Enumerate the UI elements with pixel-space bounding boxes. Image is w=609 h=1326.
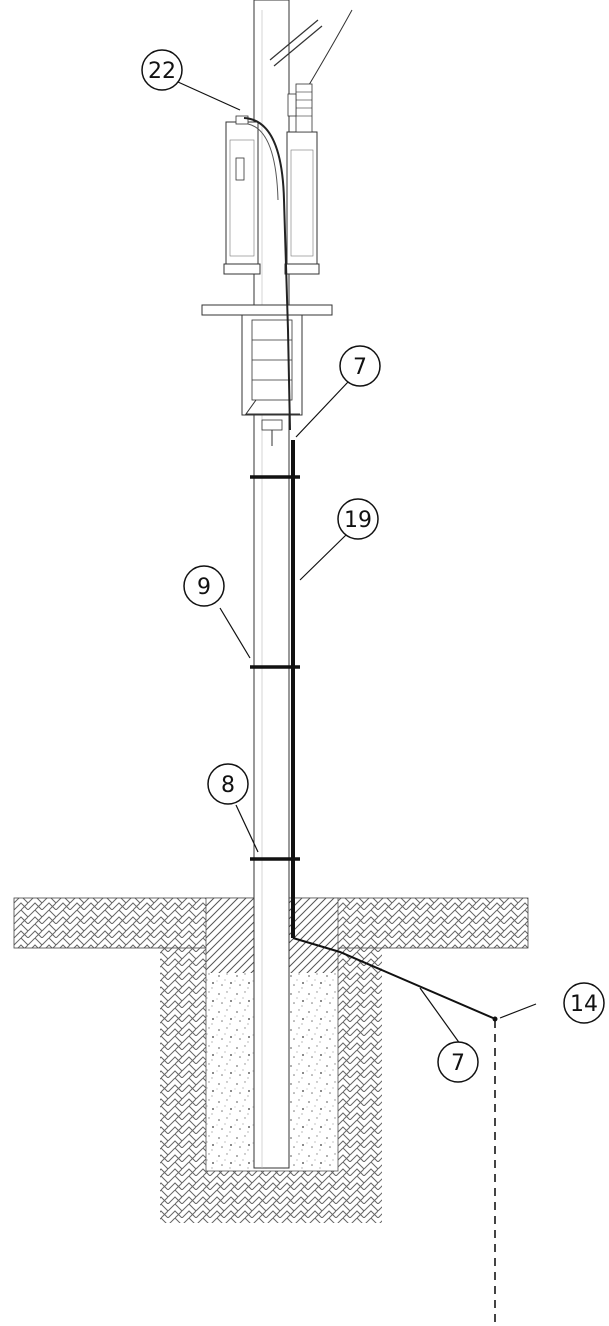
callout-14: 14 <box>563 982 605 1024</box>
leader-lines <box>177 81 537 1049</box>
ground-conductor <box>291 440 494 1019</box>
callout-9: 9 <box>183 565 225 607</box>
callout-label: 22 <box>148 59 176 84</box>
callout-label: 7 <box>451 1051 465 1076</box>
callout-label: 9 <box>197 575 211 600</box>
transformer-left <box>223 115 261 275</box>
callout-8: 8 <box>207 763 249 805</box>
pole <box>253 0 290 1169</box>
top-cable <box>243 117 291 431</box>
callout-label: 19 <box>344 508 372 533</box>
callout-label: 8 <box>221 773 235 798</box>
pole-clamps <box>250 475 300 861</box>
callout-label: 14 <box>570 992 598 1017</box>
platform <box>201 304 333 446</box>
callout-7-bottom: 7 <box>437 1041 479 1083</box>
callout-19: 19 <box>337 498 379 540</box>
callout-label: 7 <box>353 355 367 380</box>
transformer-right <box>284 83 320 275</box>
callout-22: 22 <box>141 49 183 91</box>
callout-7-top: 7 <box>339 345 381 387</box>
